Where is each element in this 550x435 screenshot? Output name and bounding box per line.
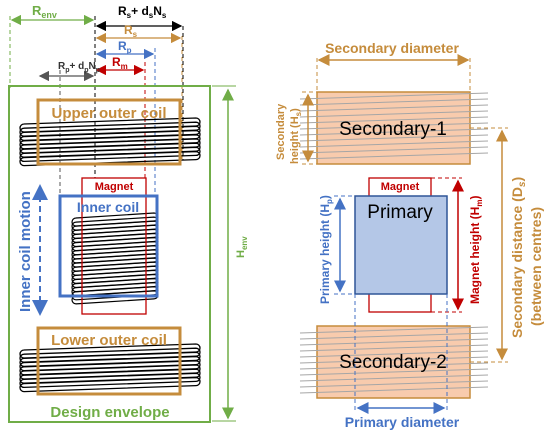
winding-line — [299, 326, 489, 334]
lower-outer-coil-windings — [19, 343, 201, 393]
r-p-label: Rp — [118, 39, 132, 55]
secondary-2-label: Secondary-2 — [339, 352, 447, 373]
r-env-label: Renv — [32, 3, 57, 20]
design-envelope-label: Design envelope — [50, 404, 169, 421]
winding-line — [299, 332, 489, 340]
inner-coil-label: Inner coil — [77, 199, 139, 215]
h-env-label: Henv — [235, 236, 249, 258]
winding-line — [299, 146, 489, 154]
primary-magnet-label: Magnet — [381, 181, 420, 193]
inner-coil-windings — [71, 212, 159, 305]
secondary-1-label: Secondary-1 — [339, 119, 447, 140]
winding-line — [299, 134, 489, 142]
winding-line — [299, 350, 489, 358]
magnet-height-label: Magnet height (Hm) — [468, 196, 484, 304]
secondary-1-windings — [299, 92, 489, 160]
secondary-2-windings — [299, 326, 489, 394]
magnet-box — [81, 177, 147, 315]
coil-turn — [19, 150, 201, 167]
lower-outer-coil-box — [36, 326, 182, 396]
right-diagram: Secondary diameter Secondary-1 Secondary… — [275, 40, 544, 430]
winding-line — [299, 386, 489, 394]
inner-coil-box — [58, 194, 159, 298]
winding-line — [299, 140, 489, 148]
r-s-label: Rs — [124, 23, 138, 39]
between-centres-label: (between centres) — [528, 207, 544, 326]
left-diagram: Renv Rs+ dsNs Rs Rp Rp+ dpNp Rm Henv Upp… — [8, 3, 249, 423]
secondary-height-label-2: height (Hs) — [289, 108, 303, 164]
coil-turn — [19, 376, 201, 393]
winding-line — [299, 104, 489, 112]
r-m-label: Rm — [112, 55, 128, 71]
upper-outer-coil-box — [36, 98, 182, 166]
upper-outer-coil-label: Upper outer coil — [51, 105, 166, 122]
primary-box — [354, 195, 448, 295]
winding-line — [299, 356, 489, 364]
primary-label: Primary — [367, 202, 433, 223]
rs-dsns-label: Rs+ dsNs — [118, 4, 167, 20]
secondary-distance-label: Secondary distance (Ds) — [509, 177, 528, 338]
coil-turn — [19, 372, 201, 389]
winding-line — [299, 128, 489, 136]
winding-line — [299, 122, 489, 130]
winding-line — [299, 380, 489, 388]
secondary-diameter-label: Secondary diameter — [325, 40, 459, 56]
winding-line — [299, 344, 489, 352]
upper-outer-coil-windings — [19, 117, 201, 167]
coil-turn — [19, 146, 201, 163]
secondary-height-label-1: Secondary — [275, 103, 287, 160]
primary-diameter-label: Primary diameter — [345, 414, 460, 430]
lower-outer-coil-label: Lower outer coil — [51, 332, 167, 349]
primary-height-label: Primary height (Hp) — [318, 195, 334, 304]
winding-line — [299, 110, 489, 118]
inner-coil-motion-label: Inner coil motion — [17, 191, 34, 312]
design-envelope-box — [8, 85, 211, 423]
winding-line — [299, 374, 489, 382]
winding-line — [299, 98, 489, 106]
magnet-label: Magnet — [95, 181, 134, 193]
winding-line — [299, 338, 489, 346]
winding-line — [299, 362, 489, 370]
winding-line — [299, 152, 489, 160]
winding-line — [299, 368, 489, 376]
winding-line — [299, 116, 489, 124]
winding-line — [299, 92, 489, 100]
rp-dpnp-label: Rp+ dpNp — [58, 61, 100, 74]
